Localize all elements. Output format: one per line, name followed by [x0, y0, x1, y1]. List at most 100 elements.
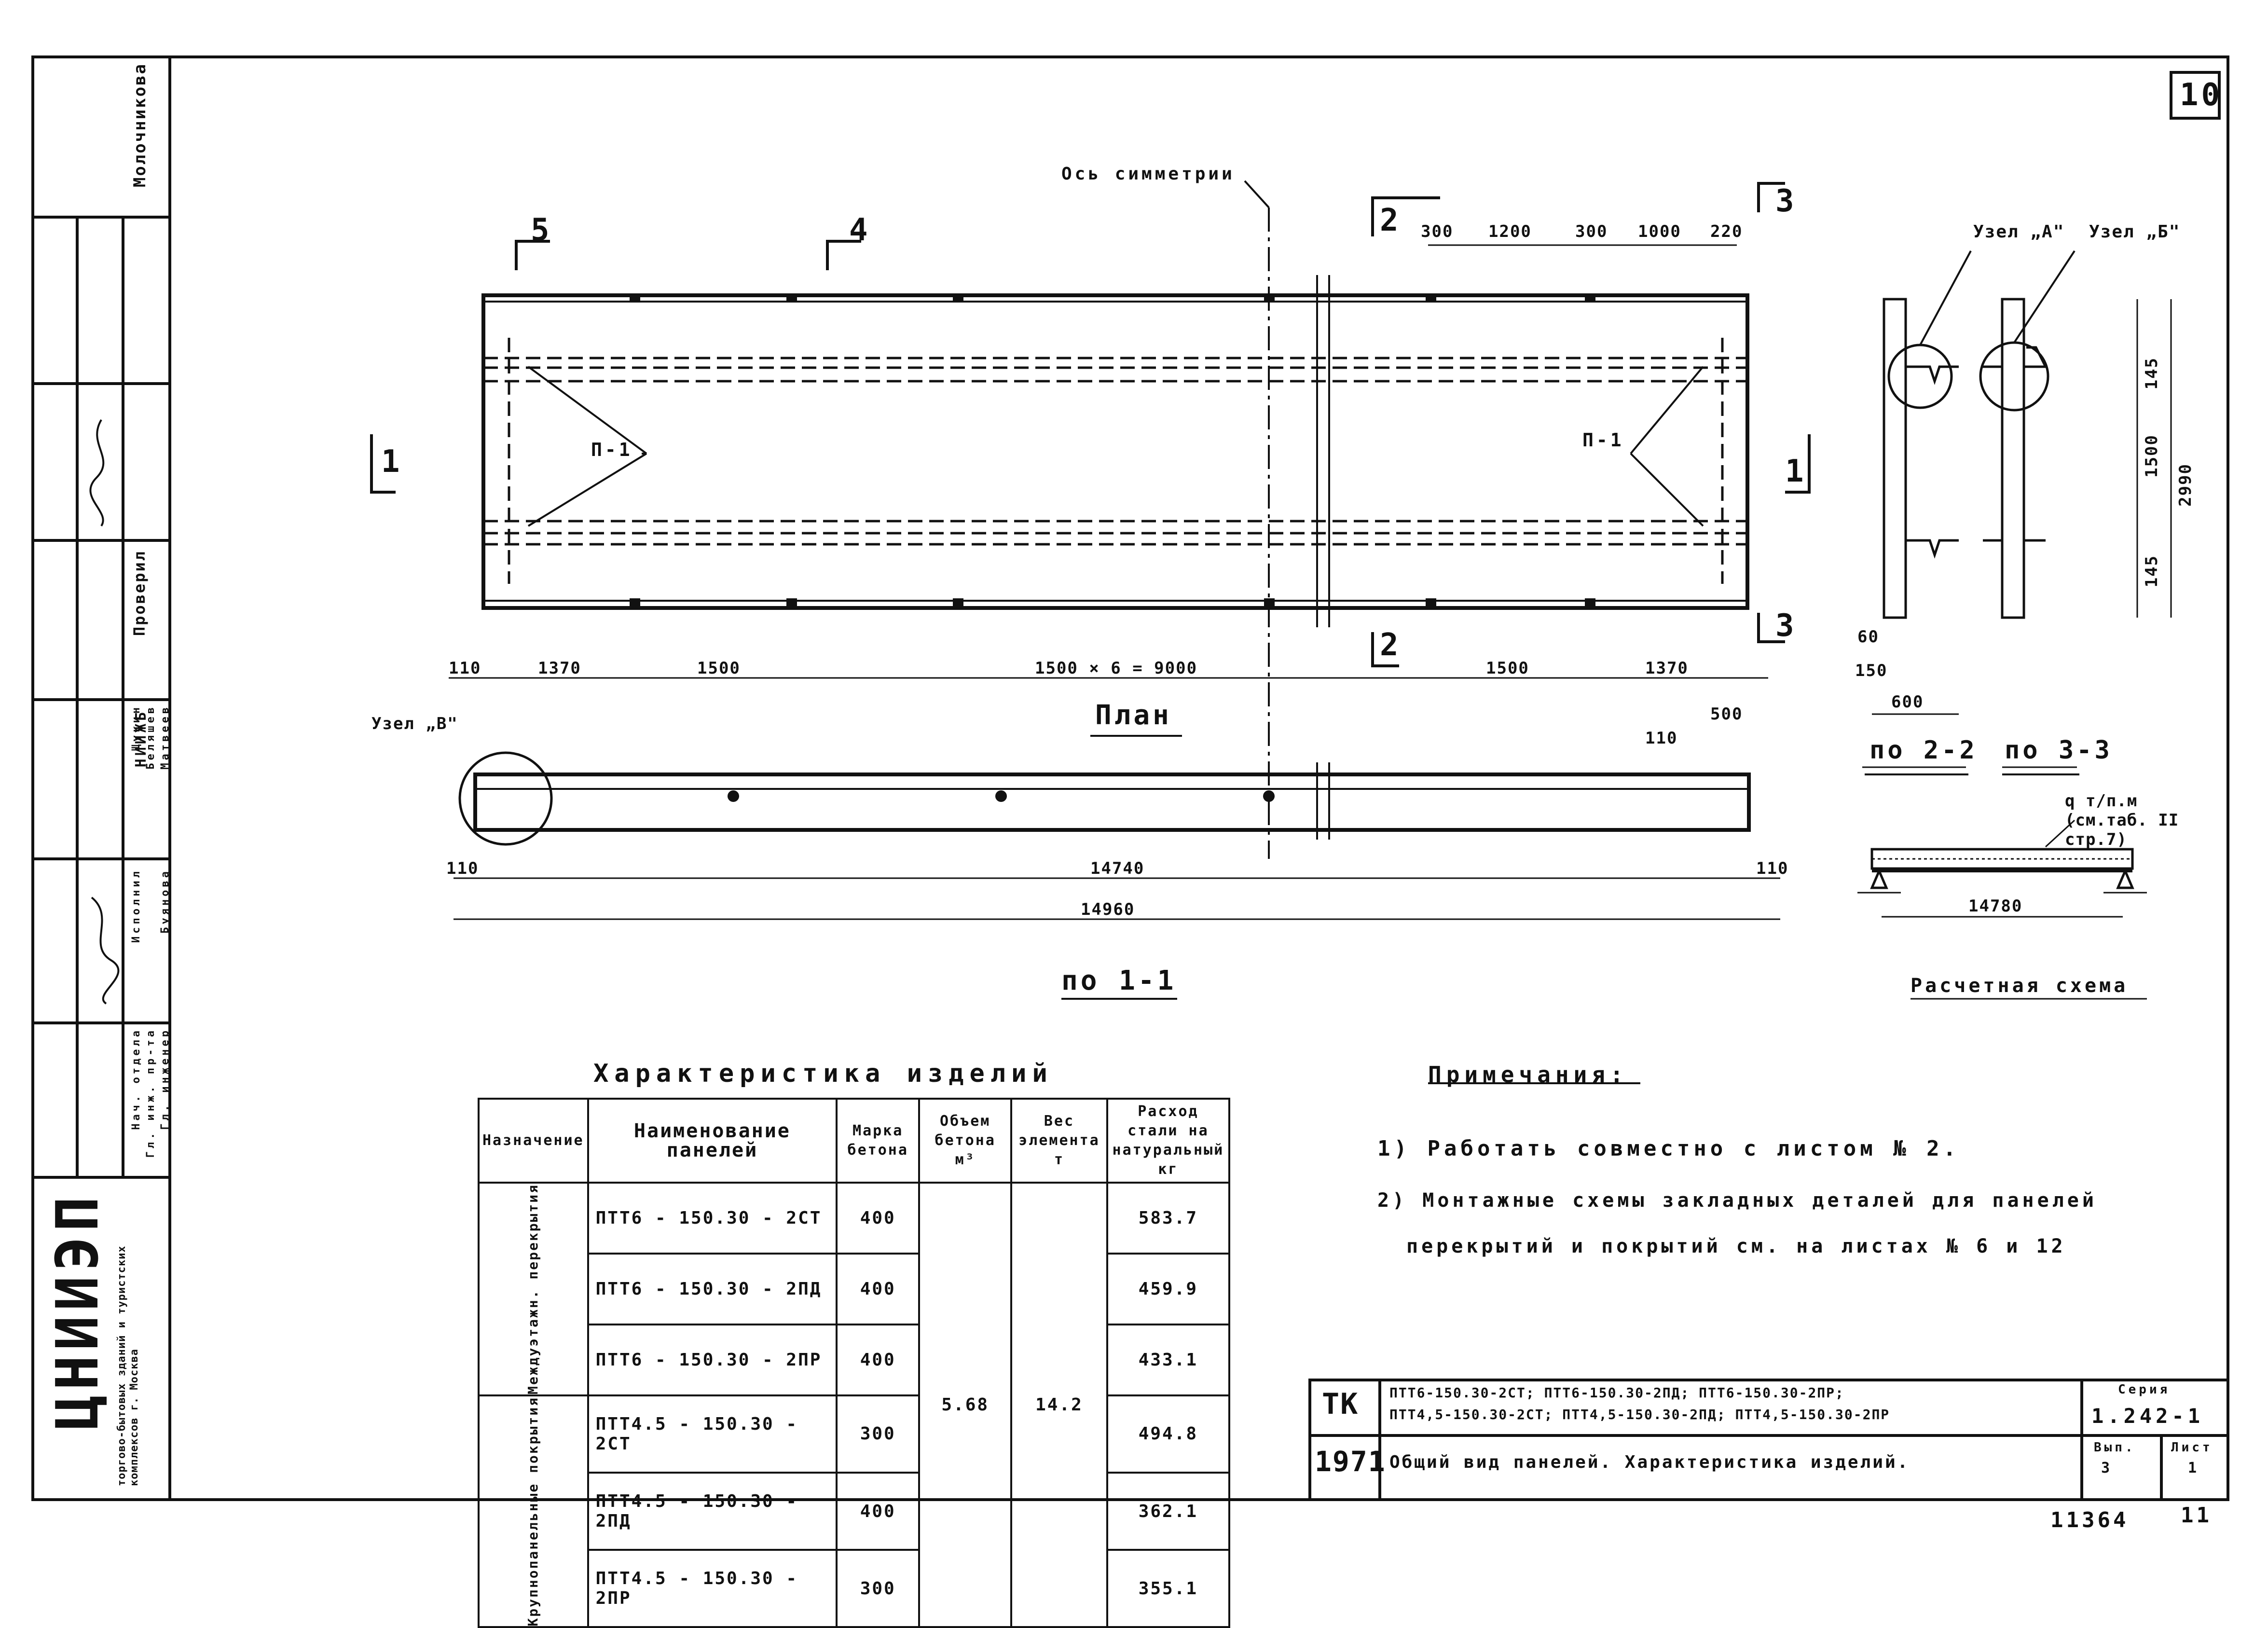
row-grade: 300: [836, 1549, 921, 1628]
plan-bottom-dim-3: 1500: [697, 659, 741, 678]
plan-top-dim-4: 1000: [1638, 222, 1681, 241]
elev-dim-right: 110: [1756, 859, 1789, 878]
row-steel: 494.8: [1106, 1394, 1231, 1474]
row-steel: 583.7: [1106, 1182, 1231, 1255]
signature-2: [91, 897, 120, 1005]
stamp-role-2: Гл. инж. пр-та: [145, 1028, 157, 1158]
row-name: ПТТ4.5 - 150.30 - 2ПД: [587, 1472, 838, 1551]
stamp-check-name: Молочникова: [130, 63, 150, 188]
group-cell: Крупнопанельные покрытия: [478, 1394, 589, 1628]
spec-table-title: Характеристика изделий: [593, 1059, 1053, 1088]
section-dim-145-bottom: 145: [2142, 555, 2161, 588]
calc-title: Расчетная схема: [1911, 975, 2129, 997]
notes-title: Примечания:: [1428, 1062, 1628, 1088]
stamp-check-label: Проверил: [130, 550, 149, 636]
section-22-title: по 2-2: [1869, 736, 1978, 765]
plan-bottom-dim-6: 1370: [1645, 659, 1689, 678]
section-dim-145-top: 145: [2142, 357, 2161, 390]
row-name: ПТТ6 - 150.30 - 2СТ: [587, 1182, 838, 1255]
elevation-title: по 1-1: [1061, 965, 1177, 996]
row-name: ПТТ4.5 - 150.30 - 2СТ: [587, 1394, 838, 1474]
title-block: [1308, 1379, 2229, 1501]
elev-dim-overall: 14960: [1081, 900, 1135, 919]
tb-marks-2: ПТТ4,5-150.30-2СТ; ПТТ4,5-150.30-2ПД; ПТ…: [1389, 1407, 1890, 1422]
section-mark-5: 5: [531, 212, 552, 248]
col-name: Наименование панелей: [587, 1098, 838, 1184]
elev-top-dim-1: 500: [1710, 704, 1743, 724]
section-dim-150: 150: [1855, 661, 1888, 680]
node-a-label: Узел „А": [1973, 222, 2065, 242]
elev-dim-span: 14740: [1090, 859, 1145, 878]
elevation-view: [454, 751, 1780, 920]
elev-top-dim-2: 110: [1645, 729, 1678, 748]
inventory-number: 11364: [2050, 1508, 2129, 1532]
node-v-label: Узел „В": [371, 714, 458, 733]
tb-series-value: 1.242-1: [2091, 1404, 2204, 1428]
row-steel: 459.9: [1106, 1252, 1231, 1325]
group-floor: Междуэтажн. перекрытия: [525, 1184, 541, 1394]
loop-label-left: П-1: [591, 439, 633, 460]
stamp-role-3: Гл. инженер: [159, 1028, 171, 1130]
volume-cell: 5.68: [918, 1181, 1013, 1628]
symmetry-axis-label: Ось симметрии: [1061, 164, 1235, 184]
plan-title: План: [1095, 700, 1172, 731]
section-mark-4: 4: [849, 212, 871, 248]
col-volume: Объем бетона м³: [918, 1098, 1013, 1184]
col-grade: Марка бетона: [836, 1098, 921, 1184]
drawing-sheet: [31, 55, 2229, 1501]
section-dim-60: 60: [1857, 627, 1879, 647]
row-grade: 400: [836, 1323, 921, 1396]
note-2-cont: перекрытий и покрытий см. на листах № 6 …: [1406, 1235, 2066, 1257]
sheet-number: 10: [2180, 77, 2223, 113]
plan-top-dim-5: 220: [1710, 222, 1743, 241]
col-steel: Расход стали на натуральный кг: [1106, 1098, 1231, 1184]
table-row: ПТТ6 - 150.30 - 2ПР 400 433.1: [479, 1323, 1231, 1396]
tb-list-value: 1: [2188, 1460, 2200, 1476]
col-purpose: Назначение: [478, 1098, 589, 1184]
cross-sections: [1862, 250, 2172, 768]
table-row: ПТТ4.5 - 150.30 - 2ПД 400 362.1: [479, 1472, 1231, 1551]
row-grade: 300: [836, 1394, 921, 1474]
note-2: 2) Монтажные схемы закладных деталей для…: [1377, 1189, 2097, 1212]
row-grade: 400: [836, 1252, 921, 1325]
stamp-org-full: торгово-бытовых зданий и туристских комп…: [116, 1245, 140, 1486]
row-grade: 400: [836, 1472, 921, 1551]
section-mark-3-top: 3: [1775, 183, 1797, 219]
calc-load-label: q т/п.м (см.таб. II стр.7): [2065, 791, 2179, 849]
row-name: ПТТ6 - 150.30 - 2ПД: [587, 1252, 838, 1325]
tb-tk: ТК: [1322, 1387, 1359, 1421]
section-mark-1-left: 1: [381, 444, 403, 480]
calc-span: 14780: [1968, 897, 2023, 916]
plan-bottom-dim-2: 1370: [538, 659, 581, 678]
tb-year: 1971: [1315, 1445, 1386, 1478]
stamp-org: ЦНИИЭП: [44, 1192, 111, 1430]
col-weight: Вес элемента т: [1010, 1098, 1108, 1184]
tb-issue-label: Вып.: [2094, 1440, 2136, 1455]
weight-cell: 14.2: [1010, 1181, 1108, 1628]
section-dim-1500: 1500: [2142, 434, 2161, 478]
tb-issue-value: 3: [2101, 1460, 2113, 1476]
note-1: 1) Работать совместно с листом № 2.: [1377, 1136, 1960, 1161]
section-mark-1-right: 1: [1785, 454, 1807, 489]
table-row: Крупнопанельные покрытия ПТТ4.5 - 150.30…: [478, 1394, 1231, 1628]
plan-view: [370, 180, 1811, 859]
section-dim-2990: 2990: [2176, 463, 2195, 507]
row-steel: 355.1: [1106, 1549, 1231, 1628]
table-row: ПТТ4.5 - 150.30 - 2ПР 300 355.1: [479, 1549, 1231, 1628]
row-grade: 400: [836, 1182, 921, 1255]
elev-dim-left: 110: [446, 859, 479, 878]
row-steel: 362.1: [1106, 1472, 1231, 1551]
stamp-name-3: Матвеев: [159, 704, 171, 770]
group-cell: Междуэтажн. перекрытия: [478, 1182, 589, 1396]
row-name: ПТТ6 - 150.30 - 2ПР: [587, 1323, 838, 1396]
plan-bottom-dim-1: 110: [449, 659, 481, 678]
calc-scheme: [1857, 819, 2147, 1000]
plan-top-dim-3: 300: [1575, 222, 1608, 241]
spec-table: Назначение Наименование панелей Марка бе…: [478, 1098, 1231, 1628]
table-row: ПТТ6 - 150.30 - 2ПД 400 459.9: [479, 1252, 1231, 1325]
row-name: ПТТ4.5 - 150.30 - 2ПР: [587, 1549, 838, 1628]
table-row: Междуэтажн. перекрытия ПТТ6 - 150.30 - 2…: [478, 1181, 1231, 1628]
plan-bottom-dim-4: 1500 × 6 = 9000: [1035, 659, 1198, 678]
plan-top-dim-1: 300: [1421, 222, 1454, 241]
row-steel: 433.1: [1106, 1323, 1231, 1396]
